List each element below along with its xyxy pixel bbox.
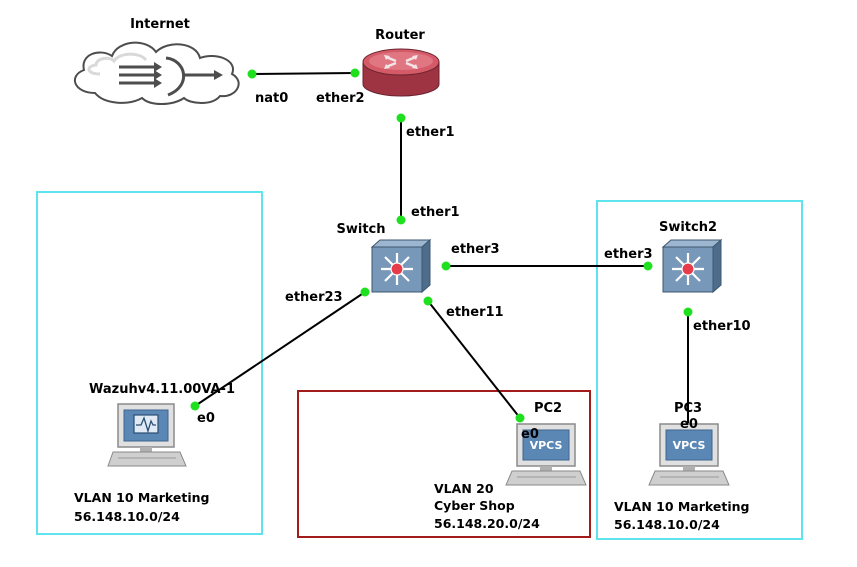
iface-label-wazuh-e0: e0 [197, 411, 215, 426]
iface-label-router-ether2: ether2 [316, 91, 365, 106]
switch-label: Switch [336, 222, 385, 237]
zone-middle-vlan: VLAN 20 [434, 481, 494, 496]
router-icon [362, 48, 440, 97]
vpcs-icon: VPCS [648, 423, 730, 486]
port-switch2-ether10[interactable] [683, 307, 693, 317]
router-label: Router [375, 28, 425, 43]
cloud-icon [73, 41, 240, 105]
zone-right-subnet: 56.148.10.0/24 [614, 517, 720, 532]
port-router-ether1[interactable] [396, 113, 406, 123]
switch-node[interactable]: Switch [336, 222, 432, 294]
port-switch-ether3[interactable] [441, 261, 451, 271]
pc2-node[interactable]: VPCS PC2 [505, 401, 587, 486]
workstation-icon [107, 403, 187, 467]
port-switch2-ether3[interactable] [643, 261, 653, 271]
switch2-icon [661, 238, 723, 294]
iface-label-switch-ether1: ether1 [411, 205, 460, 220]
link-internet-router[interactable] [251, 72, 356, 75]
iface-label-switch-ether23: ether23 [285, 290, 343, 305]
port-switch-ether11[interactable] [423, 296, 433, 306]
svg-text:VPCS: VPCS [673, 439, 706, 452]
svg-text:VPCS: VPCS [530, 439, 563, 452]
internet-label: Internet [130, 17, 190, 32]
iface-label-nat0: nat0 [255, 91, 288, 106]
wazuh-node[interactable]: Wazuhv4.11.00VA-1 [89, 382, 235, 467]
zone-left-vlan: VLAN 10 Marketing [74, 490, 209, 505]
port-wazuh-e0[interactable] [190, 401, 200, 411]
port-router-ether2[interactable] [350, 68, 360, 78]
vlan10-zone-left [36, 191, 263, 535]
pc3-label: PC3 [674, 401, 702, 416]
port-switch-ether23[interactable] [360, 287, 370, 297]
link-switch-pc2[interactable] [427, 300, 521, 419]
vlan10-zone-right [596, 200, 803, 540]
iface-label-router-ether1: ether1 [406, 125, 455, 140]
vpcs-icon: VPCS [505, 423, 587, 486]
iface-label-pc2-e0: e0 [521, 427, 539, 442]
wazuh-label: Wazuhv4.11.00VA-1 [89, 382, 235, 397]
vlan20-zone-middle [297, 390, 591, 538]
pc3-node[interactable]: VPCS PC3 [648, 401, 730, 486]
internet-node[interactable]: Internet [73, 17, 240, 105]
zone-right-vlan: VLAN 10 Marketing [614, 499, 749, 514]
zone-middle-subnet: 56.148.20.0/24 [434, 516, 540, 531]
port-nat0[interactable] [247, 69, 257, 79]
iface-label-switch-ether3: ether3 [451, 242, 500, 257]
iface-label-switch2-ether3: ether3 [604, 247, 653, 262]
pc2-label: PC2 [534, 401, 562, 416]
iface-label-pc3-e0: e0 [680, 417, 698, 432]
zone-middle-name: Cyber Shop [434, 498, 515, 513]
zone-left-subnet: 56.148.10.0/24 [74, 509, 180, 524]
switch-icon [370, 238, 432, 294]
switch2-node[interactable]: Switch2 [659, 220, 723, 294]
iface-label-switch-ether11: ether11 [446, 305, 504, 320]
link-switch-wazuh[interactable] [194, 291, 366, 407]
port-switch-ether1[interactable] [396, 215, 406, 225]
iface-label-switch2-ether10: ether10 [693, 319, 751, 334]
port-pc2-e0[interactable] [515, 413, 525, 423]
switch2-label: Switch2 [659, 220, 717, 235]
router-node[interactable]: Router [362, 28, 440, 97]
